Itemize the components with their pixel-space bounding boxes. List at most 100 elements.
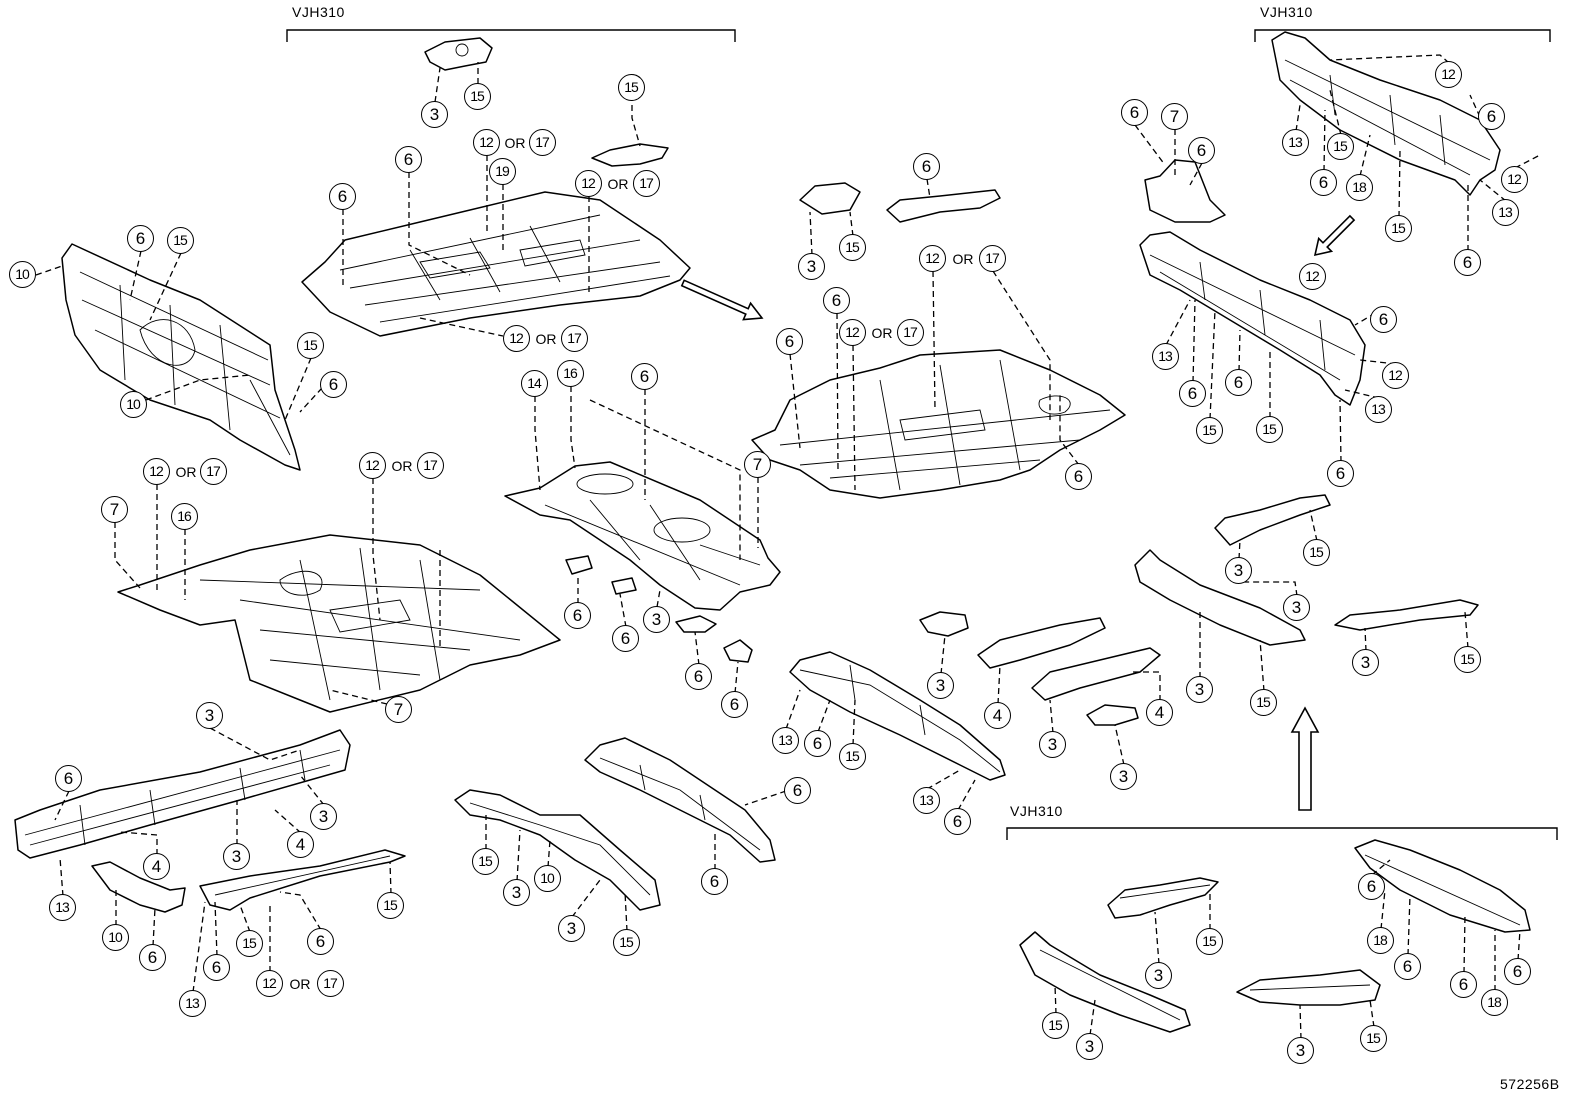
direction-arrow (1313, 214, 1356, 257)
rocker-rail-part (1134, 549, 1306, 646)
small-bracket-part (611, 577, 637, 595)
part-callout: 7 (101, 496, 128, 523)
leader-lines-dash-panel (35, 250, 323, 421)
part-callout: 10 (102, 924, 129, 951)
part-callout: 6 (203, 954, 230, 981)
part-callout: 6 (1394, 953, 1421, 980)
part-callout: 13 (49, 894, 76, 921)
part-callout: 18 (1367, 927, 1394, 954)
part-callout: 6 (784, 777, 811, 804)
part-detail-lines (799, 664, 1001, 773)
part-callout: 12 (1435, 61, 1462, 88)
part-callout: 3 (503, 879, 530, 906)
part-callout: 12 (359, 452, 386, 479)
part-callout: 6 (776, 328, 803, 355)
part-callout: 6 (320, 371, 347, 398)
part-callout: 6 (701, 868, 728, 895)
part-callout: 12 (919, 245, 946, 272)
part-callout: 6 (1358, 873, 1385, 900)
part-callout: 6 (1121, 99, 1148, 126)
part-callout: 15 (1042, 1012, 1069, 1039)
group-bracket-top-left (286, 29, 736, 42)
part-callout: 3 (927, 672, 954, 699)
part-callout: 7 (1161, 103, 1188, 130)
part-callout: 6 (1450, 971, 1477, 998)
small-reinforcement-part (91, 861, 186, 913)
part-callout: 6 (329, 183, 356, 210)
part-callout: 10 (534, 865, 561, 892)
or-label: OR (288, 976, 312, 992)
part-callout: 17 (979, 245, 1006, 272)
part-callout: 15 (613, 929, 640, 956)
leader-lines-center-right (789, 178, 1080, 491)
part-callout: 3 (310, 803, 337, 830)
part-callout: 15 (472, 848, 499, 875)
spare-tire-well-detail (653, 517, 711, 543)
group-label: VJH310 (1260, 4, 1313, 20)
part-callout: 13 (1152, 343, 1179, 370)
dash-cross-member-part (1354, 839, 1531, 933)
small-reinforcement-part (1144, 159, 1226, 223)
part-callout: 6 (1065, 463, 1092, 490)
part-detail-lines (214, 855, 391, 896)
part-callout: 6 (823, 287, 850, 314)
dash-panel-part (61, 243, 301, 471)
part-callout: 17 (317, 970, 344, 997)
or-label: OR (606, 176, 630, 192)
center-floor-pan-part (117, 534, 561, 713)
cross-member-part (886, 189, 1001, 223)
part-callout: 3 (1352, 649, 1379, 676)
part-callout: 15 (1196, 928, 1223, 955)
part-callout: 17 (897, 319, 924, 346)
part-callout: 3 (421, 101, 448, 128)
top-small-bracket-part (424, 37, 493, 71)
part-callout: 18 (1481, 989, 1508, 1016)
part-callout: 3 (1076, 1033, 1103, 1060)
part-callout: 3 (1145, 962, 1172, 989)
part-callout: 3 (798, 253, 825, 280)
part-callout: 6 (913, 153, 940, 180)
leader-lines-rear-floor (534, 386, 759, 608)
upper-bracket-part (591, 143, 669, 167)
part-detail-lines (544, 499, 761, 586)
part-detail-lines (1149, 254, 1356, 381)
part-callout: 12 (473, 129, 500, 156)
part-callout: 3 (1283, 594, 1310, 621)
part-callout: 6 (804, 730, 831, 757)
part-callout: 15 (1385, 215, 1412, 242)
dash-cross-member-part (1139, 231, 1366, 406)
cross-member-part (1031, 647, 1161, 701)
part-callout: 3 (223, 843, 250, 870)
part-callout: 12 (575, 170, 602, 197)
part-callout: 3 (1225, 557, 1252, 584)
part-callout: 15 (839, 234, 866, 261)
part-callout: 6 (1478, 103, 1505, 130)
part-detail-lines (599, 757, 761, 851)
spare-tire-well-detail (576, 473, 634, 495)
part-callout: 6 (55, 765, 82, 792)
part-callout: 15 (167, 227, 194, 254)
part-callout: 17 (200, 458, 227, 485)
part-callout: 4 (287, 831, 314, 858)
part-detail-lines (339, 214, 671, 323)
part-callout: 17 (561, 325, 588, 352)
part-callout: 19 (489, 158, 516, 185)
part-callout: 16 (171, 503, 198, 530)
part-hole-detail (455, 43, 469, 57)
part-callout: 15 (1327, 133, 1354, 160)
part-callout: 6 (721, 691, 748, 718)
part-detail-lines (469, 802, 651, 896)
part-callout: 7 (385, 696, 412, 723)
leader-lines-mid-right (785, 634, 1161, 811)
part-callout: 15 (297, 332, 324, 359)
part-callout: 3 (1039, 731, 1066, 758)
leader-lines-top (342, 62, 641, 337)
part-callout: 4 (143, 853, 170, 880)
rocker-rail-part (1334, 599, 1479, 631)
or-label: OR (951, 251, 975, 267)
part-callout: 15 (1454, 646, 1481, 673)
part-callout: 15 (464, 83, 491, 110)
part-callout: 3 (1287, 1037, 1314, 1064)
rocker-rail-part (1107, 877, 1219, 919)
part-callout: 12 (503, 325, 530, 352)
